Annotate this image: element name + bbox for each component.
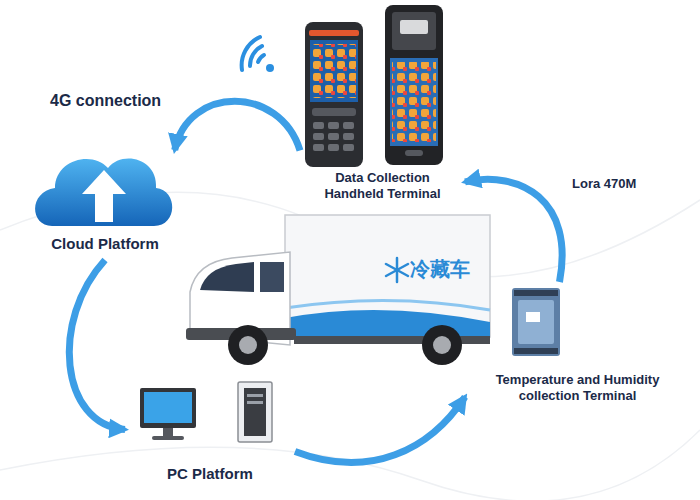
handheld-terminal: [305, 22, 363, 167]
refrigerated-truck: [186, 215, 490, 365]
node-label: PC Platform: [130, 465, 290, 484]
connection-label: Lora 470M: [570, 176, 638, 191]
flow-arrow: [465, 179, 562, 282]
platform-node: Cloud Platform: [20, 150, 190, 260]
node-label: Data Collection Handheld Terminal: [310, 170, 455, 203]
terminal-node: Data Collection Handheld Terminal: [300, 0, 465, 209]
node-label: Temperature and Humidity collection Term…: [470, 372, 685, 405]
node-label: 冷藏车: [410, 257, 488, 282]
flow-arrow: [295, 397, 465, 463]
sensor-module: [512, 288, 560, 356]
flow-arrow: [69, 260, 125, 430]
background-swirl: [0, 192, 700, 500]
connection-label: 4G connection: [48, 92, 163, 110]
node-label: Cloud Platform: [25, 235, 185, 254]
wifi-symbol: [242, 37, 274, 72]
platform-node: PC Platform: [125, 380, 295, 490]
cloud-icon: [35, 158, 172, 226]
handheld-terminal: [385, 5, 443, 165]
terminal-node: Temperature and Humidity collection Term…: [465, 282, 690, 411]
pc-monitor: [140, 388, 196, 440]
flow-arrow: [175, 101, 300, 150]
truck-label-node: 冷藏车: [410, 255, 496, 288]
pc-tower: [238, 382, 272, 442]
